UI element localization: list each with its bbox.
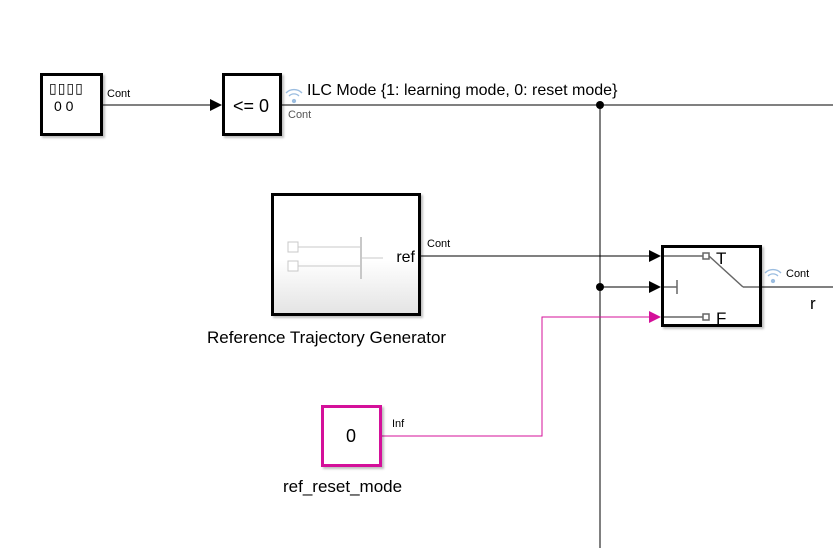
switch-icon xyxy=(664,252,760,321)
switch-true-label: T xyxy=(716,249,727,268)
switch-false-label: F xyxy=(716,309,727,328)
subsystem-name: Reference Trajectory Generator xyxy=(207,328,447,347)
ref-port-label: ref xyxy=(396,249,415,266)
reset-mode-line[interactable] xyxy=(382,311,661,437)
wifi-icon xyxy=(764,268,782,284)
display-line2: 0 0 xyxy=(54,98,74,114)
signal-rate-label: Cont xyxy=(107,88,131,100)
ref-reset-mode-constant-block[interactable]: 0 xyxy=(321,405,382,467)
signal-rate-label: Inf xyxy=(392,418,405,430)
wifi-icon xyxy=(285,88,303,104)
constant-name: ref_reset_mode xyxy=(283,477,403,496)
display-line1: ▯▯▯▯ xyxy=(49,80,84,96)
display-block[interactable]: ▯▯▯▯ 0 0 xyxy=(40,73,103,136)
switch-block[interactable]: T F xyxy=(661,245,762,328)
signal-rate-label: Cont xyxy=(786,268,810,280)
compare-to-zero-block[interactable]: <= 0 xyxy=(222,73,282,136)
signal-rate-label: Cont xyxy=(427,238,451,250)
compare-label: <= 0 xyxy=(233,96,270,116)
reference-trajectory-generator-block[interactable]: ref xyxy=(271,193,421,316)
constant-value: 0 xyxy=(346,426,357,446)
subsystem-preview-icon xyxy=(287,237,383,279)
ilc-mode-signal-name: ILC Mode {1: learning mode, 0: reset mod… xyxy=(307,82,618,99)
signal-rate-label: Cont xyxy=(288,109,312,121)
output-signal-name: r xyxy=(810,294,816,313)
